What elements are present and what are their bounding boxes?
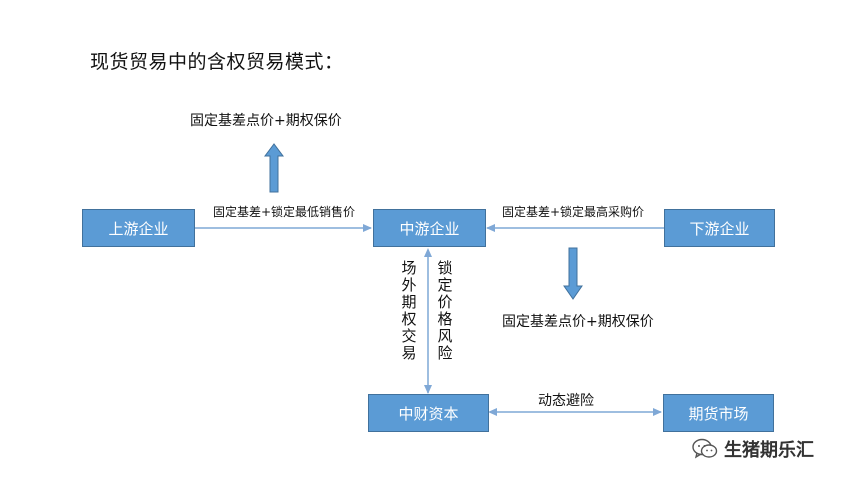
down-block-arrow [563,247,583,300]
node-capital: 中财资本 [368,394,489,432]
label-lock-price-risk: 锁定价格风险 [437,259,453,362]
label-upstream-result: 固定基差点价+期权保价 [190,113,342,129]
up-block-arrow [264,143,284,193]
label-downstream-result: 固定基差点价+期权保价 [502,314,654,330]
node-upstream: 上游企业 [82,209,195,247]
wechat-icon [692,438,718,459]
node-midstream: 中游企业 [373,209,486,247]
label-otc-trade: 场外期权交易 [401,259,417,362]
label-dynamic-hedge: 动态避险 [538,393,594,409]
label-upstream-to-midstream: 固定基差+锁定最低销售价 [213,205,356,219]
page-title: 现货贸易中的含权贸易模式： [90,51,344,73]
watermark-text: 生猪期乐汇 [724,440,814,461]
label-downstream-to-midstream: 固定基差+锁定最高采购价 [502,205,645,219]
node-futures-market: 期货市场 [663,394,774,432]
watermark: 生猪期乐汇 [692,436,814,462]
node-downstream: 下游企业 [664,209,775,247]
